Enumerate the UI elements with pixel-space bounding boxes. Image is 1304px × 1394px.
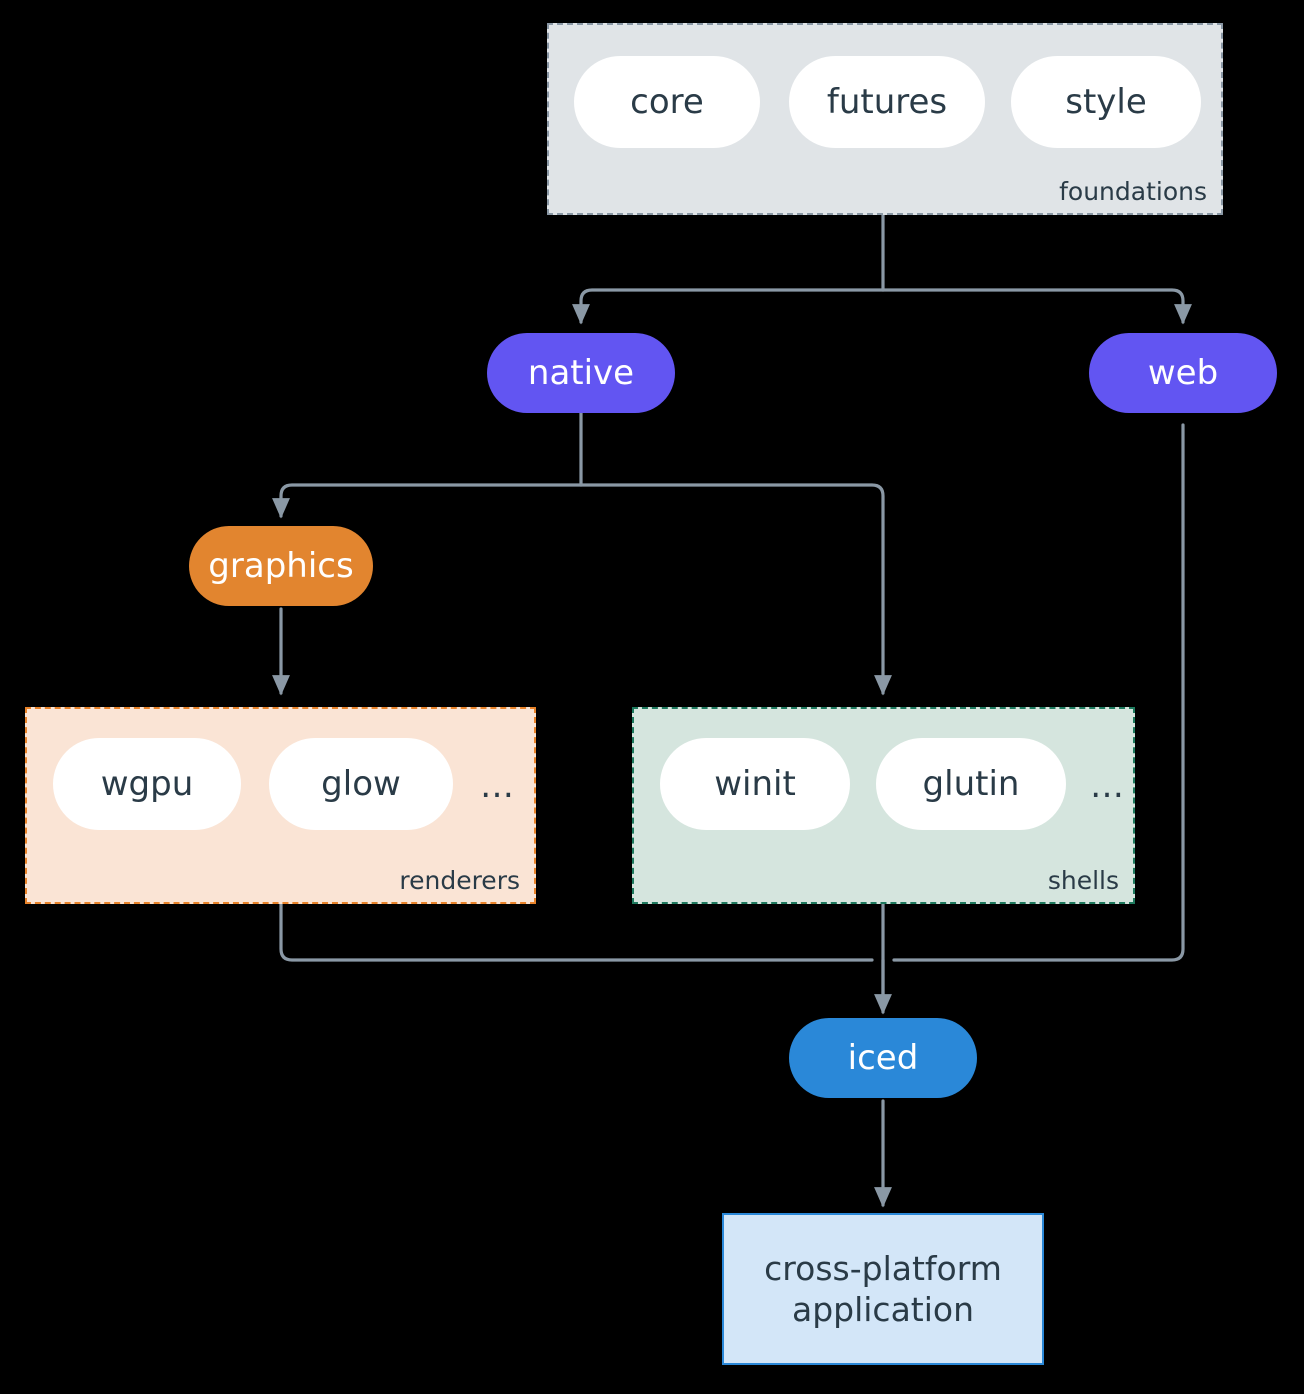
node-shells-more-label: …	[1090, 766, 1125, 806]
cluster-foundations-label: foundations	[1059, 176, 1207, 206]
node-native[interactable]: native	[487, 333, 675, 413]
node-application-label-line2: application	[791, 1290, 975, 1329]
node-application-label-line1: cross-platform	[764, 1248, 1002, 1288]
node-style-label: style	[1065, 82, 1147, 122]
node-wgpu[interactable]: wgpu	[53, 738, 241, 830]
edge-native-graphics	[272, 483, 583, 519]
node-renderers-more-label: …	[480, 766, 515, 806]
edge-foundations-web	[881, 288, 1192, 325]
node-glow[interactable]: glow	[269, 738, 453, 830]
node-glutin[interactable]: glutin	[876, 738, 1066, 830]
cluster-shells-label: shells	[1047, 865, 1119, 895]
node-winit-label: winit	[714, 764, 796, 804]
node-web-label: web	[1147, 353, 1219, 393]
cluster-renderers-label: renderers	[399, 865, 520, 895]
node-futures-label: futures	[826, 82, 948, 122]
node-core-label: core	[630, 82, 704, 122]
edge-foundations-native	[572, 288, 885, 325]
node-style[interactable]: style	[1011, 56, 1201, 148]
node-graphics[interactable]: graphics	[189, 526, 373, 606]
edge-renderers-iced	[279, 902, 874, 962]
cluster-foundations: core futures style foundations	[547, 23, 1223, 215]
node-web[interactable]: web	[1089, 333, 1277, 413]
node-wgpu-label: wgpu	[100, 764, 194, 804]
edge-native-shells	[579, 483, 892, 696]
node-renderers-more: …	[480, 766, 515, 806]
node-graphics-label: graphics	[208, 546, 354, 586]
node-winit[interactable]: winit	[660, 738, 850, 830]
node-application[interactable]: cross-platform application	[722, 1213, 1044, 1365]
cluster-shells: winit glutin … shells	[632, 707, 1135, 904]
node-iced-label: iced	[847, 1038, 919, 1078]
node-shells-more: …	[1090, 766, 1125, 806]
node-glutin-label: glutin	[922, 764, 1020, 804]
node-iced[interactable]: iced	[789, 1018, 977, 1098]
cluster-renderers: wgpu glow … renderers	[25, 707, 536, 904]
node-futures[interactable]: futures	[789, 56, 985, 148]
node-core[interactable]: core	[574, 56, 760, 148]
node-glow-label: glow	[321, 764, 401, 804]
node-native-label: native	[527, 353, 635, 393]
